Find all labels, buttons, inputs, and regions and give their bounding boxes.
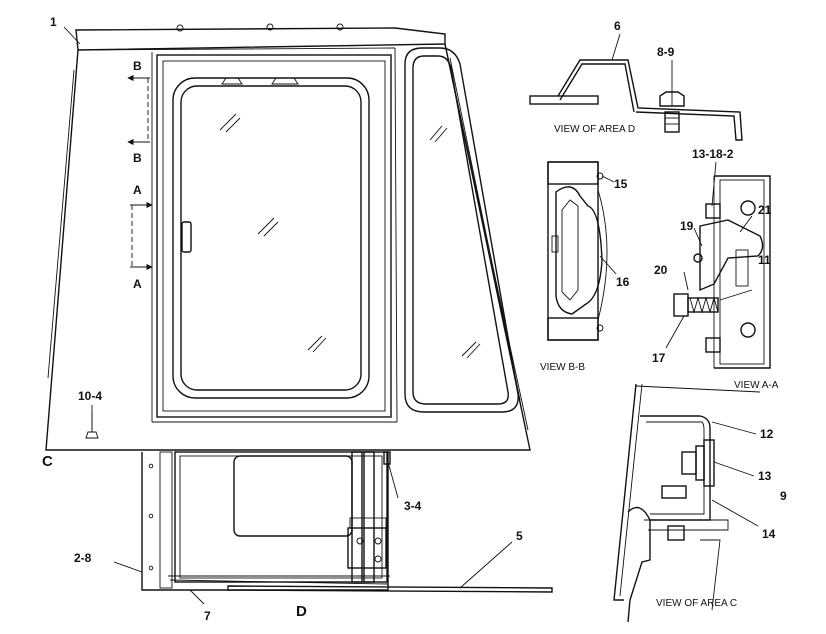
marker-b-bottom: B bbox=[133, 151, 142, 165]
marker-d: D bbox=[296, 603, 307, 620]
section-marker-a: A A bbox=[130, 183, 153, 291]
view-area-d: VIEW OF AREA D bbox=[529, 59, 743, 141]
callout-13: 13 bbox=[758, 469, 772, 483]
marker-a-bottom: A bbox=[133, 277, 142, 291]
view-area-c: VIEW OF AREA C bbox=[613, 383, 761, 623]
leader-lines bbox=[63, 26, 759, 605]
section-marker-b: B B bbox=[127, 59, 150, 165]
callout-12: 12 bbox=[760, 427, 774, 441]
view-a-a: VIEW A-A bbox=[673, 175, 779, 391]
callout-14: 14 bbox=[762, 527, 776, 541]
callout-8-9: 8-9 bbox=[657, 45, 675, 59]
callout-1: 1 bbox=[50, 15, 57, 29]
caption-view-area-d: VIEW OF AREA D bbox=[554, 124, 635, 135]
callout-7: 7 bbox=[204, 609, 211, 623]
callout-5: 5 bbox=[516, 529, 523, 543]
callout-11: 11 bbox=[758, 253, 771, 267]
callout-labels: 1 6 8-9 13-18-2 15 16 17 19 20 21 11 10-… bbox=[42, 15, 787, 623]
caption-view-b-b: VIEW B-B bbox=[540, 362, 585, 373]
caption-view-a-a: VIEW A-A bbox=[734, 380, 779, 391]
callout-6: 6 bbox=[614, 19, 621, 33]
marker-a-top: A bbox=[133, 183, 142, 197]
view-b-b: VIEW B-B bbox=[540, 161, 608, 373]
callout-15: 15 bbox=[614, 177, 628, 191]
lower-panel bbox=[141, 451, 553, 593]
marker-b-top: B bbox=[133, 59, 142, 73]
callout-3-4: 3-4 bbox=[404, 499, 422, 513]
marker-c: C bbox=[42, 453, 53, 470]
callout-2-8: 2-8 bbox=[74, 551, 92, 565]
cab-body bbox=[45, 23, 531, 451]
callout-17: 17 bbox=[652, 351, 666, 365]
caption-view-area-c: VIEW OF AREA C bbox=[656, 598, 737, 609]
callout-13-18-2: 13-18-2 bbox=[692, 147, 734, 161]
callout-20: 20 bbox=[654, 263, 668, 277]
callout-19: 19 bbox=[680, 219, 694, 233]
callout-21: 21 bbox=[758, 203, 772, 217]
callout-16: 16 bbox=[616, 275, 630, 289]
callout-9: 9 bbox=[780, 489, 787, 503]
callout-10-4: 10-4 bbox=[78, 389, 102, 403]
